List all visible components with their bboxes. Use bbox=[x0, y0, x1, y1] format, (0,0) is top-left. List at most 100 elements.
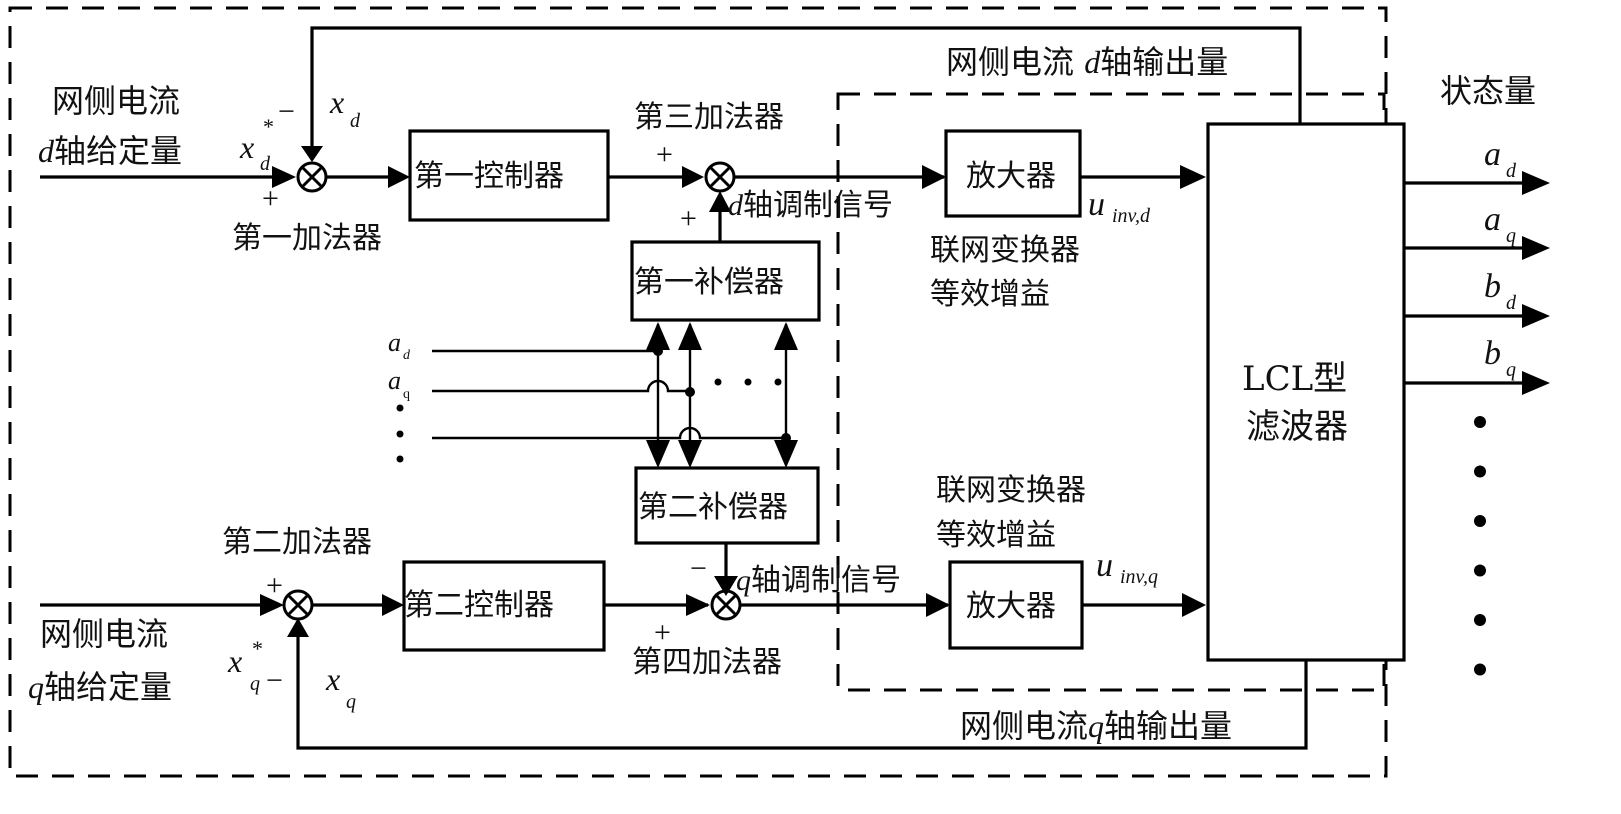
d-out-rest: 轴输出量 bbox=[1100, 43, 1228, 81]
second-controller-block bbox=[402, 560, 606, 652]
d-out-var: d bbox=[1084, 44, 1101, 80]
d-out-prefix: 网侧电流 bbox=[946, 43, 1084, 81]
ad-input-sub: d bbox=[403, 348, 411, 363]
lcl-d-input-arrowhead bbox=[1180, 165, 1206, 189]
q-mod-rest: 轴调制信号 bbox=[751, 563, 901, 598]
xd-feedback-symbol: x bbox=[329, 84, 344, 120]
d-ref-label-line2: d轴给定量 bbox=[38, 132, 182, 170]
state-output-symbol: a bbox=[1484, 201, 1501, 238]
adder1-plus: + bbox=[262, 182, 279, 215]
state-output-symbol: b bbox=[1484, 268, 1501, 305]
bus-arrowheads bbox=[646, 322, 798, 468]
xd-feedback-sub: d bbox=[350, 110, 361, 132]
xq-star-symbol: x bbox=[227, 643, 242, 679]
comp1-output-arrowhead bbox=[709, 191, 731, 212]
state-output-subscript: q bbox=[1506, 359, 1516, 381]
outer-dashed-boundary bbox=[8, 6, 1388, 778]
state-ellipsis-dot bbox=[1474, 564, 1486, 577]
middle-ellipsis bbox=[714, 378, 782, 386]
amplifier-d-label: 放大器 bbox=[966, 159, 1056, 194]
amp-q-input-arrowhead bbox=[926, 593, 950, 617]
adder3-plus-top: + bbox=[656, 138, 673, 171]
q-out-prefix: 网侧电流 bbox=[960, 707, 1088, 745]
second-adder-label: 第二加法器 bbox=[222, 525, 372, 560]
aq-input-sub: q bbox=[403, 387, 410, 402]
d-mod-rest: 轴调制信号 bbox=[743, 188, 893, 223]
d-ref-var: d bbox=[38, 133, 55, 169]
u-inv-q-symbol: u bbox=[1096, 547, 1113, 584]
gain-d-line1: 联网变换器 bbox=[930, 233, 1080, 268]
q-out-var: q bbox=[1088, 708, 1104, 744]
adder4-input-arrowhead bbox=[686, 594, 710, 616]
gain-q-line1: 联网变换器 bbox=[936, 473, 1086, 508]
state-output-subscript: d bbox=[1506, 292, 1517, 314]
first-controller-block bbox=[408, 129, 610, 222]
xd-star-sub: d bbox=[260, 153, 271, 175]
adder4-plus: + bbox=[654, 616, 671, 649]
state-ellipsis bbox=[1474, 416, 1486, 676]
lcl-label-line1: LCL型 bbox=[1242, 359, 1347, 399]
xq-feedback-sub: q bbox=[346, 691, 356, 713]
first-compensator-block bbox=[630, 240, 821, 322]
second-compensator-label: 第二补偿器 bbox=[638, 490, 788, 525]
fourth-adder-label: 第四加法器 bbox=[632, 645, 782, 680]
first-adder-label: 第一加法器 bbox=[232, 221, 382, 256]
adder2-output-arrowhead bbox=[382, 594, 404, 616]
d-feedback-wire bbox=[310, 26, 1302, 160]
q-ref-arrowhead bbox=[260, 594, 284, 616]
state-line-dots bbox=[432, 426, 786, 440]
d-ref-rest: 轴给定量 bbox=[54, 132, 182, 170]
first-controller-label: 第一控制器 bbox=[414, 159, 564, 194]
state-header: 状态量 bbox=[1440, 72, 1536, 110]
adder2-plus: + bbox=[266, 569, 283, 602]
ad-input-symbol: a bbox=[388, 328, 401, 357]
amp-d-input-arrowhead bbox=[922, 165, 946, 189]
first-compensator-label: 第一补偿器 bbox=[634, 265, 784, 300]
state-ellipsis-dot bbox=[1474, 614, 1486, 626]
gain-q-line2: 等效增益 bbox=[936, 518, 1056, 553]
adder4-minus: − bbox=[690, 552, 707, 585]
amplifier-d-block bbox=[944, 129, 1082, 218]
state-ellipsis-dot bbox=[1474, 416, 1486, 428]
second-adder bbox=[282, 589, 314, 621]
xd-star-asterisk: * bbox=[263, 114, 274, 139]
junction-dots bbox=[653, 346, 791, 443]
xq-star-asterisk: * bbox=[252, 636, 263, 661]
state-output-subscript: d bbox=[1506, 160, 1517, 182]
q-output-label: 网侧电流q轴输出量 bbox=[960, 707, 1232, 745]
adder1-minus: − bbox=[278, 95, 295, 128]
xq-feedback-symbol: x bbox=[325, 661, 340, 697]
lcl-output-arrows bbox=[1404, 171, 1550, 395]
q-mod-var: q bbox=[736, 564, 751, 597]
u-inv-d-sub: inv,d bbox=[1112, 205, 1151, 227]
adder3-plus-bottom: + bbox=[680, 202, 697, 235]
adder3-input-arrowhead bbox=[682, 166, 704, 188]
d-ref-label-line1: 网侧电流 bbox=[52, 82, 180, 120]
d-mod-var: d bbox=[728, 189, 744, 222]
q-ref-label-line1: 网侧电流 bbox=[40, 615, 168, 653]
lcl-q-input-arrowhead bbox=[1182, 593, 1206, 617]
state-ellipsis-dot bbox=[1474, 465, 1486, 478]
d-feedback-arrowhead bbox=[301, 146, 323, 162]
u-inv-d-symbol: u bbox=[1088, 186, 1105, 223]
third-adder-label: 第三加法器 bbox=[634, 100, 784, 135]
q-modulation-label: q轴调制信号 bbox=[736, 563, 901, 598]
state-ellipsis-dot bbox=[1474, 663, 1486, 676]
d-ref-arrowhead bbox=[272, 166, 296, 188]
second-compensator-block bbox=[634, 466, 820, 545]
state-ellipsis-dot bbox=[1474, 515, 1486, 527]
second-controller-label: 第二控制器 bbox=[404, 588, 554, 623]
q-ref-rest: 轴给定量 bbox=[44, 668, 172, 706]
first-adder bbox=[296, 161, 328, 193]
state-line-aq bbox=[432, 379, 690, 393]
aq-input-symbol: a bbox=[388, 366, 401, 395]
third-adder bbox=[704, 161, 736, 193]
adder1-output-arrowhead bbox=[388, 166, 410, 188]
q-ref-var: q bbox=[28, 669, 44, 705]
adder2-minus: − bbox=[266, 664, 283, 697]
comp2-output-arrowhead bbox=[714, 576, 738, 596]
q-out-rest: 轴输出量 bbox=[1104, 707, 1232, 745]
u-inv-q-sub: inv,q bbox=[1120, 566, 1158, 588]
lcl-label-line2: 滤波器 bbox=[1246, 407, 1348, 447]
